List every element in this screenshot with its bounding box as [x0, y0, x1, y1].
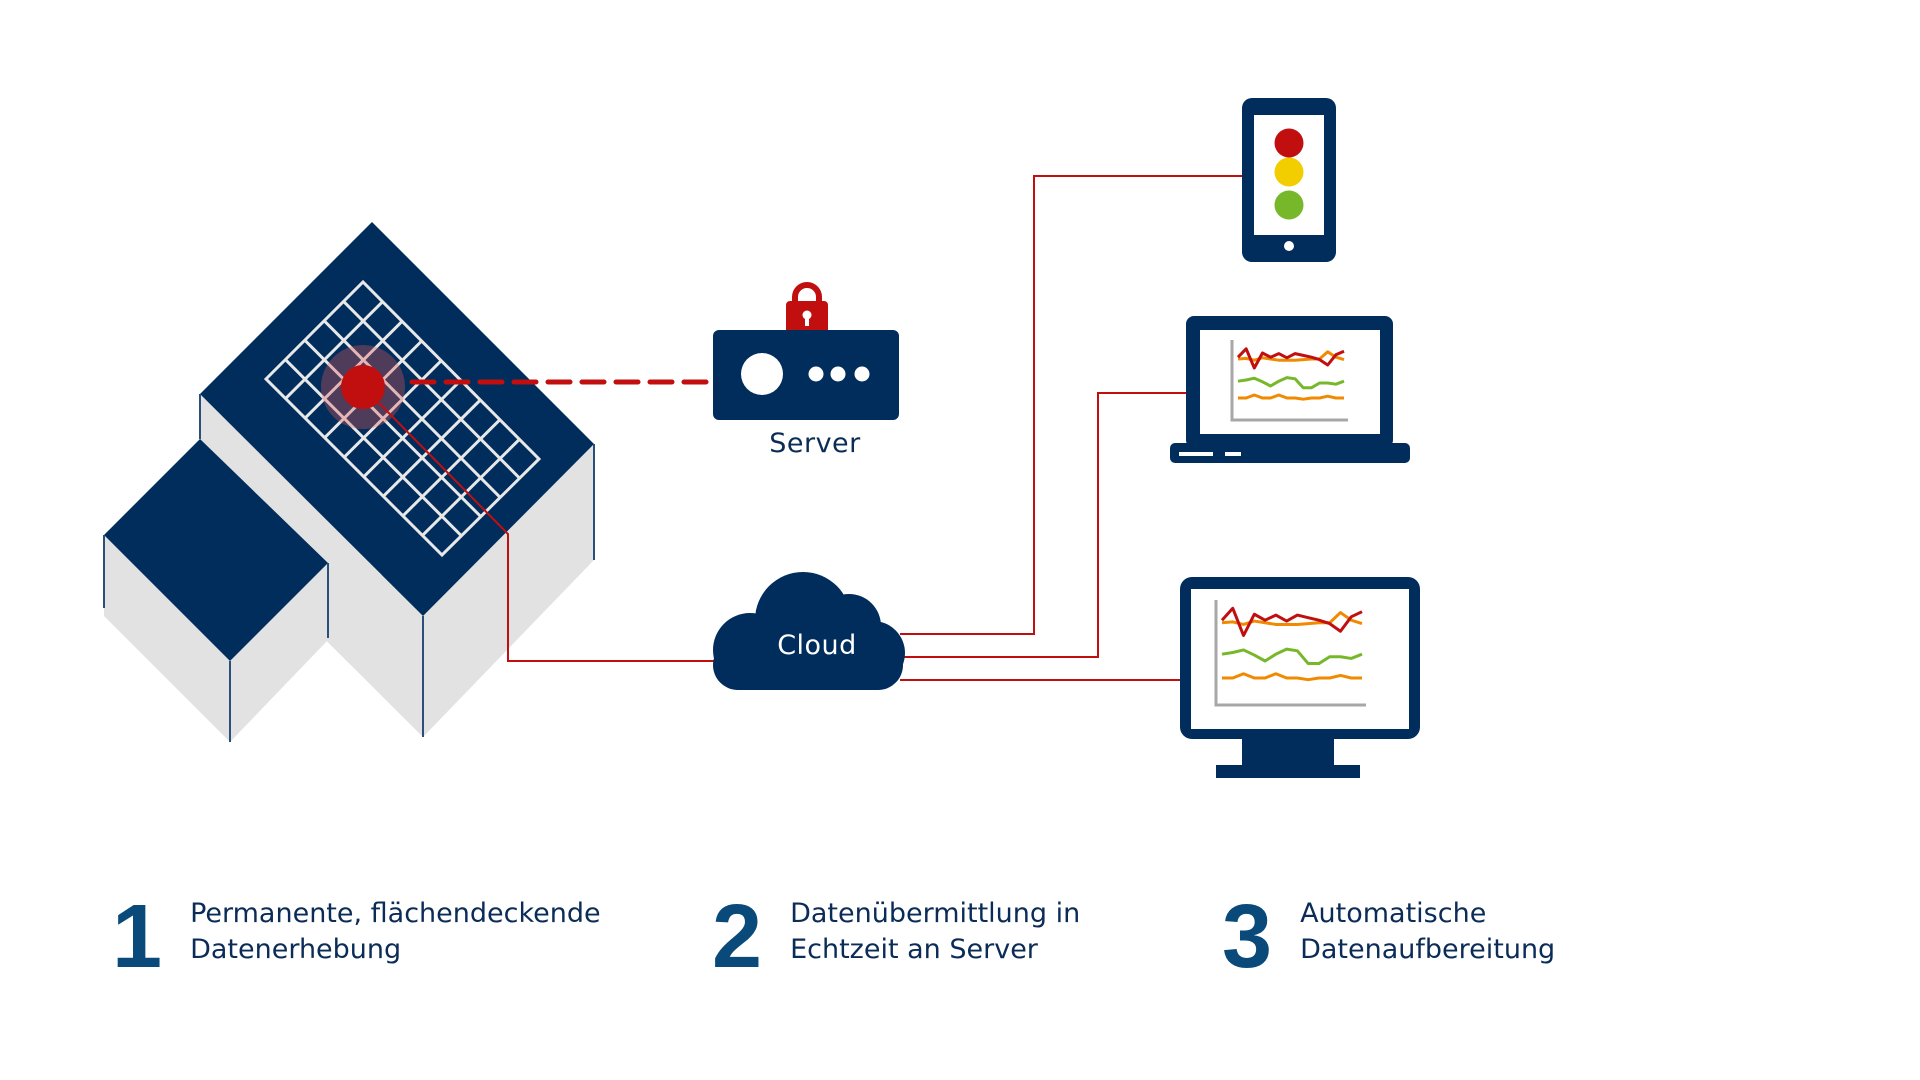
sensor-dot-icon	[341, 365, 385, 409]
step-description: Permanente, flächendeckende Datenerhebun…	[190, 896, 601, 968]
cloud-label: Cloud	[777, 630, 857, 661]
connection-cloud-laptop	[904, 392, 1190, 658]
solar-cell-line	[284, 358, 463, 537]
step-text-line: Echtzeit an Server	[790, 934, 1038, 965]
step-2: 2 Datenübermittlung in Echtzeit an Serve…	[712, 887, 1080, 987]
chart-series-line	[1222, 672, 1362, 682]
step-description: Datenübermittlung in Echtzeit an Server	[790, 896, 1080, 968]
solar-cell-line	[362, 379, 462, 478]
step-text-line: Datenaufbereitung	[1300, 934, 1556, 965]
padlock-icon	[786, 282, 828, 336]
small-roof	[104, 439, 328, 661]
step-number: 3	[1222, 887, 1273, 987]
step-number: 2	[712, 887, 763, 987]
small-wall-right	[230, 563, 328, 742]
solar-cell-line	[323, 319, 502, 499]
solar-cell-line	[342, 300, 521, 480]
chart-series-line	[1238, 393, 1344, 401]
server-label: Server	[769, 428, 861, 459]
chart-series-line	[1237, 376, 1345, 390]
chart-series-line	[1236, 347, 1345, 370]
solar-cell-line	[284, 300, 384, 400]
connection-house-cloud	[377, 401, 720, 662]
small-wall-left	[104, 535, 230, 742]
main-roof	[200, 222, 594, 616]
monitor-chart-icon[interactable]	[1180, 577, 1420, 778]
step-text-line: Datenerhebung	[190, 934, 402, 965]
traffic-light-yellow	[1274, 157, 1304, 187]
solar-cell-line	[421, 438, 521, 537]
house-edges	[103, 394, 595, 742]
connection-cloud-phone	[900, 175, 1245, 635]
chart-series-line	[1237, 350, 1345, 362]
step-description: Automatische Datenaufbereitung	[1300, 896, 1555, 968]
step-1: 1 Permanente, flächendeckende Datenerheb…	[112, 887, 601, 987]
chart-series-line	[1220, 606, 1363, 637]
house-with-solar-panel-icon	[103, 222, 595, 742]
traffic-light-red	[1274, 128, 1304, 158]
solar-cell-line	[401, 418, 501, 517]
smartphone-traffic-light-icon[interactable]	[1242, 98, 1336, 262]
solar-panel-grid	[263, 279, 542, 558]
home-button	[1284, 241, 1294, 251]
step-text-line: Permanente, flächendeckende	[190, 898, 601, 929]
chart-axis	[1214, 600, 1366, 707]
chart-axis	[1230, 340, 1348, 422]
step-number: 1	[112, 887, 163, 987]
solar-cell-line	[382, 398, 482, 498]
server-icon[interactable]	[713, 282, 899, 420]
monitor-mini-chart	[1214, 600, 1366, 707]
laptop-mini-chart	[1230, 340, 1348, 422]
laptop-chart-icon[interactable]	[1170, 316, 1410, 463]
step-3: 3 Automatische Datenaufbereitung	[1222, 887, 1555, 987]
cloud-icon[interactable]	[713, 572, 905, 690]
step-text-line: Automatische	[1300, 898, 1487, 929]
solar-cell-line	[303, 339, 482, 518]
solar-cell-line	[343, 359, 443, 459]
step-text-line: Datenübermittlung in	[790, 898, 1081, 929]
chart-series-line	[1221, 611, 1363, 626]
chart-series-line	[1221, 647, 1363, 666]
traffic-light-green	[1274, 190, 1304, 220]
